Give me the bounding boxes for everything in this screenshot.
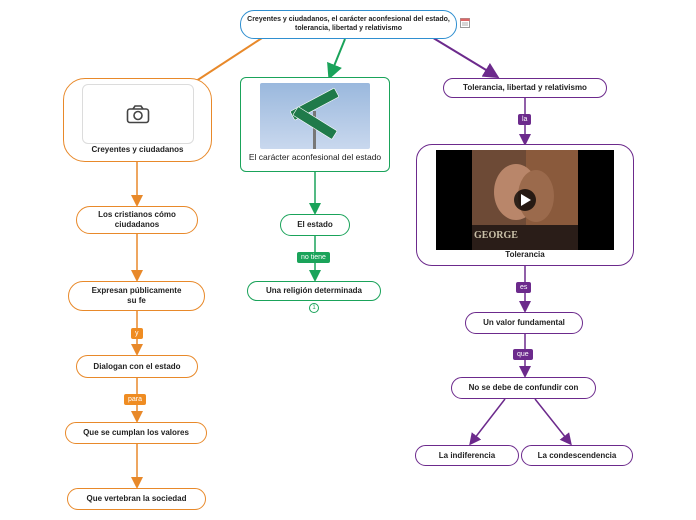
expresan-fe-node[interactable]: Expresan públicamente su fe — [68, 281, 205, 311]
connector-tag-que: que — [513, 349, 533, 360]
street-signs-graphic — [290, 88, 339, 149]
vertebran-sociedad-node[interactable]: Que vertebran la sociedad — [67, 488, 206, 510]
no-confundir-label: No se debe de confundir con — [468, 383, 579, 392]
dialogan-estado-label: Dialogan con el estado — [93, 361, 181, 371]
tolerancia-libertad-label: Tolerancia, libertad y relativismo — [463, 83, 587, 92]
connector-tag-la: la — [518, 114, 532, 125]
cristianos-ciudadanos-node[interactable]: Los cristianos cómo ciudadanos — [76, 206, 198, 234]
tolerancia-video-label: Tolerancia — [505, 250, 545, 259]
expresan-fe-label: Expresan públicamente su fe — [91, 286, 182, 305]
cumplan-valores-label: Que se cumplan los valores — [83, 428, 189, 437]
cristianos-ciudadanos-label: Los cristianos cómo ciudadanos — [98, 210, 176, 229]
valor-fundamental-label: Un valor fundamental — [483, 318, 565, 327]
link-count-badge[interactable]: 1 — [309, 303, 319, 313]
indiferencia-node[interactable]: La indiferencia — [415, 445, 519, 466]
creyentes-ciudadanos-label: Creyentes y ciudadanos — [91, 145, 184, 154]
condescendencia-node[interactable]: La condescendencia — [521, 445, 633, 466]
cumplan-valores-node[interactable]: Que se cumplan los valores — [65, 422, 207, 444]
el-estado-node[interactable]: El estado — [280, 214, 350, 236]
notes-icon[interactable] — [460, 18, 470, 28]
religion-determinada-label: Una religión determinada — [265, 286, 363, 295]
root-topic[interactable]: Creyentes y ciudadanos, el carácter acon… — [240, 10, 457, 39]
video-frame — [472, 150, 578, 250]
caracter-aconfesional-label: El carácter aconfesional del estado — [248, 152, 382, 163]
connector-tag-es: es — [516, 282, 532, 293]
vertebran-sociedad-label: Que vertebran la sociedad — [86, 494, 187, 503]
root-topic-label: Creyentes y ciudadanos, el carácter acon… — [247, 15, 450, 32]
condescendencia-label: La condescendencia — [537, 450, 617, 460]
connector-tag-para: para — [124, 394, 147, 405]
tolerancia-libertad-node[interactable]: Tolerancia, libertad y relativismo — [443, 78, 607, 98]
image-placeholder[interactable] — [82, 84, 194, 144]
camera-icon — [126, 105, 150, 124]
indiferencia-label: La indiferencia — [438, 450, 496, 460]
video-overlay-text: GEORGE — [474, 230, 518, 241]
connector-tag-no-tiene: no tiene — [297, 252, 330, 263]
religion-determinada-node[interactable]: Una religión determinada — [247, 281, 381, 301]
connector-tag-y: y — [131, 328, 143, 339]
video-thumbnail[interactable]: GEORGE — [436, 150, 614, 250]
dialogan-estado-node[interactable]: Dialogan con el estado — [76, 355, 198, 378]
valor-fundamental-node[interactable]: Un valor fundamental — [465, 312, 583, 334]
no-confundir-node[interactable]: No se debe de confundir con — [451, 377, 596, 399]
street-signs-image[interactable] — [260, 83, 370, 149]
el-estado-label: El estado — [297, 220, 333, 229]
